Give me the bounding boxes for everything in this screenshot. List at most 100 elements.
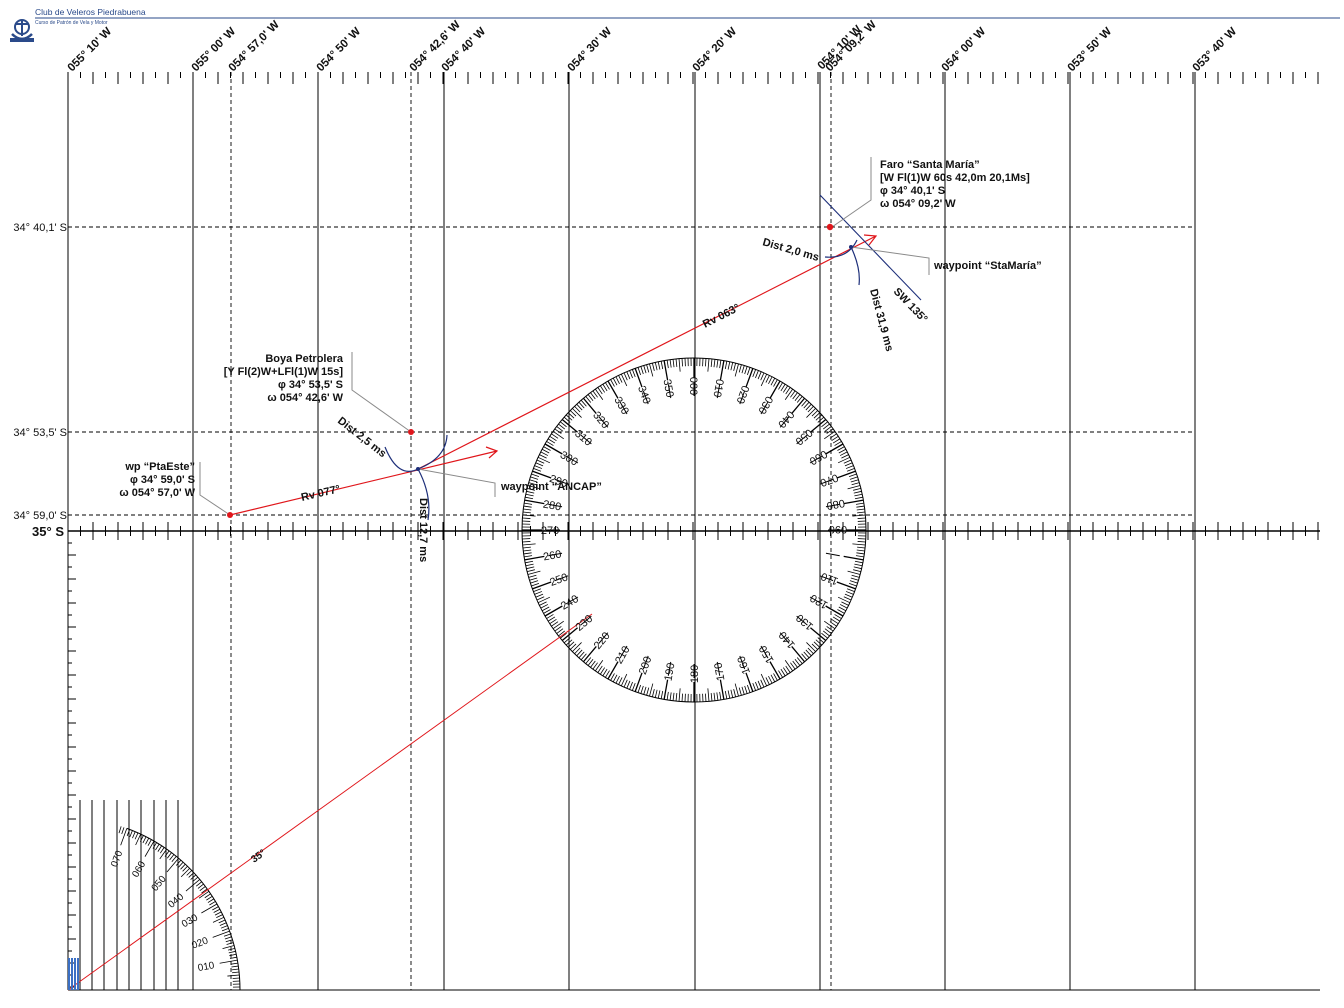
compass-tick [791,397,806,414]
compass-tick [663,679,669,700]
compass-tick [681,693,683,702]
compass-tick [531,583,540,587]
compass-tick [734,683,739,697]
bearing-line-135 [819,194,922,301]
compass-tick [769,380,781,399]
compass-label: 080 [826,497,846,512]
compass-tick [821,421,828,428]
lat-label: 34° 40,1' S [13,222,67,234]
compass-tick [848,473,857,477]
compass-tick [738,364,742,373]
compass-label: 240 [559,593,581,613]
compass-tick [857,546,866,549]
compass-inner-tick [554,575,569,582]
compass-tick [807,405,814,413]
compass-label: 210 [613,644,633,666]
compass-tick [529,479,538,483]
arrow-head-icon [863,234,878,246]
small-compass-tick [169,854,175,861]
compass-tick [534,465,543,469]
longitude-labels: 055° 10' W 055° 00' W 054° 57,0' W 054° … [66,19,1240,74]
compass-tick [660,690,664,699]
compass-tick [536,459,545,464]
compass-label: 090 [829,523,847,535]
compass-tick [838,448,847,454]
compass-tick [569,643,577,650]
compass-tick [839,451,848,456]
waypoint-marker [849,245,853,249]
compass-tick [569,410,577,417]
compass-tick [854,563,863,567]
compass-tick [805,403,812,411]
compass-tick [810,627,827,642]
compass-label: 000 [687,377,699,395]
compass-tick [760,372,765,381]
compass-tick [582,397,597,414]
compass-inner-tick [819,575,834,582]
compass-tick [770,674,776,683]
compass-tick [522,543,536,546]
compass-tick [803,651,810,659]
faro-lon: ω 054° 09,2' W [880,198,956,210]
waypoints [227,223,853,518]
compass-inner-tick [667,384,672,399]
compass-tick [530,476,539,480]
small-compass-tick [166,857,179,873]
compass-tick [546,614,554,619]
compass-tick [541,606,550,612]
compass-label: 290 [548,473,569,491]
compass-label: 180 [689,665,701,683]
compass-tick [561,627,578,642]
compass-tick [574,405,581,413]
compass-tick [535,593,544,598]
compass-tick [796,396,803,403]
compass-tick [585,657,592,664]
compass-tick [854,496,863,500]
compass-tick [523,508,532,511]
compass-inner-tick [779,416,790,428]
compass-tick [578,401,585,409]
compass-tick [855,555,864,558]
small-compass-tick [188,872,195,878]
compass-tick [522,514,536,517]
scale-bar [68,958,79,990]
compass-tick [618,375,623,383]
small-compass-tick [230,962,238,965]
compass-tick [782,667,789,675]
compass-tick [524,555,533,558]
small-compass-tick [212,916,225,923]
compass-tick [846,467,855,472]
compass-tick [524,499,545,505]
compass-tick [549,618,557,625]
compass-tick [832,438,841,444]
compass-tick [785,387,791,395]
compass-tick [582,646,597,663]
compass-label: 050 [793,426,815,447]
compass-tick [824,628,832,634]
compass-inner-tick [739,390,746,405]
compass-tick [824,620,836,629]
small-compass-tick [229,956,237,959]
compass-inner-tick [825,552,840,557]
compass-tick [856,552,865,555]
compass-tick [745,368,754,388]
compass-tick [567,412,575,419]
compass-tick [595,388,604,400]
small-compass-tick [142,836,147,844]
faro-light: [W Fl(1)W 60s 42,0m 20,1Ms] [880,172,1030,184]
compass-tick [547,616,556,622]
small-compass-tick [222,945,235,949]
compass-tick [605,670,610,678]
compass-tick [857,541,866,543]
compass-tick [825,605,844,617]
compass-tick [549,435,557,442]
compass-tick [847,570,861,575]
compass-tick [760,373,768,387]
small-compass-label: 010 [197,960,216,974]
compass-tick [836,581,856,590]
compass-inner-tick [796,434,808,445]
compass-tick [561,418,578,433]
small-compass-tick [201,903,218,914]
compass-tick [843,459,852,464]
